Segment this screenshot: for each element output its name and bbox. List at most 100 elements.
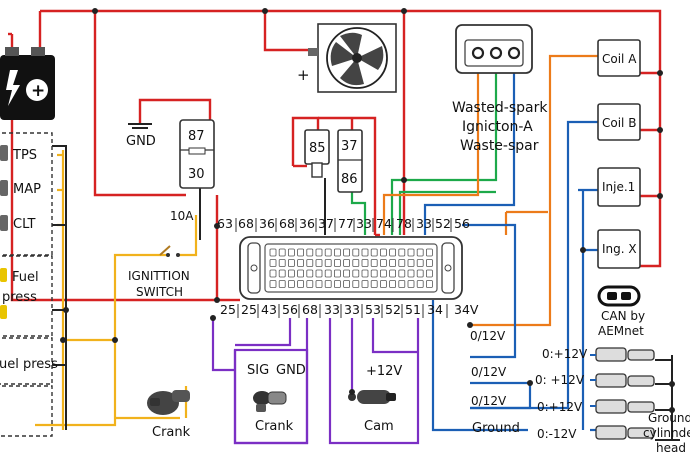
- ecu-bottom-pin: 33: [344, 302, 360, 317]
- ecu-bottom-pin: 34V: [454, 302, 479, 317]
- ecu-pin-socket: [297, 248, 305, 257]
- right-voltage-4: 0:-12V: [537, 427, 577, 441]
- relay-main-pin-a: 87: [188, 129, 205, 144]
- ecu-pin-socket: [379, 248, 387, 257]
- ecu-pin-socket: [333, 248, 341, 257]
- ecu-bottom-pin: 68: [302, 302, 318, 317]
- ecu-pin-socket: [398, 259, 406, 267]
- mid-ground-label: Ground: [472, 421, 520, 436]
- ecu-pin-socket: [315, 248, 323, 257]
- sensor-press: press: [2, 290, 37, 305]
- ecu-pin-socket: [306, 280, 314, 288]
- relay-fan-pin-b: 37: [341, 139, 358, 154]
- battery: +: [0, 47, 55, 120]
- ecu-pin-socket: [343, 259, 351, 267]
- ecu-pin-socket: [352, 280, 360, 288]
- ignition-switch-line2: SWITCH: [136, 285, 183, 299]
- ecu-pin-socket: [398, 248, 406, 257]
- can-line1: CAN by: [601, 309, 645, 323]
- ground-symbol: GND: [126, 123, 156, 149]
- fuel-press-connector-icon: [0, 268, 7, 282]
- coil-a-label: Coil A: [602, 52, 637, 66]
- sensor-map: MAP: [13, 182, 41, 197]
- ecu-pin-socket: [287, 280, 295, 288]
- ecu-pin-socket: [343, 248, 351, 257]
- main-relay: 87 30: [179, 119, 215, 189]
- coil-b: Coil B: [597, 103, 641, 141]
- ecu-bottom-pin: 43: [261, 302, 277, 317]
- ecu-top-pin: 78: [396, 216, 412, 231]
- ecu-pin-socket: [297, 269, 305, 278]
- connector-icon: [595, 373, 655, 388]
- ecu-bottom-pin: 53: [365, 302, 381, 317]
- ecu-pin-socket: [361, 269, 369, 278]
- crank-sensor: SIG GND Crank: [233, 348, 309, 445]
- ecu-top-pin: 74: [376, 216, 392, 231]
- sensor-fuel-press-b: uel press: [0, 357, 58, 372]
- connector-icon: [595, 399, 655, 414]
- ecu-pin-socket: [352, 269, 360, 278]
- crank-sensor-icon: [253, 391, 287, 412]
- battery-plus: +: [31, 81, 45, 101]
- connector-icon: [595, 425, 655, 440]
- ecu-pin-socket: [306, 269, 314, 278]
- fuel-press-connector-icon-2: [0, 305, 7, 319]
- junction-dots: [60, 8, 675, 413]
- ecu-pin-socket: [278, 280, 286, 288]
- ecu-top-pin: 68: [238, 216, 254, 231]
- ecu-pin-socket: [379, 269, 387, 278]
- ecu-top-pin: 68: [279, 216, 295, 231]
- ecu-pin-socket: [324, 269, 332, 278]
- ecu-top-pin: 52: [435, 216, 451, 231]
- crank-left-sensor-icon: [147, 390, 190, 415]
- ecu-pin-socket: [269, 269, 277, 278]
- cam-voltage-label: +12V: [366, 364, 402, 379]
- connector-icon: [595, 347, 655, 362]
- ecu-pin-socket: [278, 269, 286, 278]
- injector-x-label: Ing. X: [602, 242, 637, 256]
- ecu-pin-socket: [324, 280, 332, 288]
- ecu-bottom-pin-labels: 25 25 43 56 68 33 33 53 52 51 34 34V: [220, 302, 479, 317]
- ecu-pin-socket: [416, 248, 424, 257]
- ecu-bottom-pin: 51: [405, 302, 421, 317]
- ecu-pin-socket: [389, 280, 397, 288]
- ecu-pin-socket: [425, 259, 433, 267]
- ecu-pin-socket: [324, 248, 332, 257]
- ecu-pin-socket: [333, 269, 341, 278]
- ecu-pin-socket: [379, 280, 387, 288]
- fan-blades-icon: [330, 32, 384, 86]
- ecu-bottom-pin: 33: [324, 302, 340, 317]
- crank-gnd-label: GND: [276, 363, 306, 378]
- ecu-pin-socket: [370, 248, 378, 257]
- ecu-bottom-pin: 25: [241, 302, 257, 317]
- right-connectors: 0:+12V 0: +12V 0:+12V 0:-12V Ground cyli…: [535, 347, 690, 455]
- ecu-pin-socket: [306, 259, 314, 267]
- right-voltage-3: 0:+12V: [537, 400, 583, 414]
- ecu-pin-socket: [370, 269, 378, 278]
- ecu-pin-socket: [287, 248, 295, 257]
- yellow-wires: [35, 150, 198, 430]
- ecu-pin-socket: [370, 280, 378, 288]
- ground-label: GND: [126, 134, 156, 149]
- ecu-pin-socket: [352, 259, 360, 267]
- wasted-spark-line1: Wasted-spark: [452, 100, 548, 116]
- sensor-fuel: Fuel: [12, 270, 39, 285]
- ecu-pin-socket: [416, 269, 424, 278]
- ecu-pin-socket: [324, 259, 332, 267]
- cam-sensor-label: Cam: [364, 419, 394, 434]
- ecu-pin-socket: [287, 259, 295, 267]
- ecu-pin-socket: [370, 259, 378, 267]
- tps-connector-icon: [0, 145, 8, 161]
- ecu-connector: [239, 236, 463, 300]
- ecu-top-pin: 56: [454, 216, 470, 231]
- can-line2: AEMnet: [598, 324, 644, 338]
- ecu-pin-socket: [269, 259, 277, 267]
- ground-head-3: head: [656, 441, 686, 455]
- ecu-pin-socket: [287, 269, 295, 278]
- ecu-pin-socket: [315, 269, 323, 278]
- ecu-pin-socket: [425, 280, 433, 288]
- ecu-bottom-pin: 56: [282, 302, 298, 317]
- ecu-pin-separators: [235, 218, 452, 318]
